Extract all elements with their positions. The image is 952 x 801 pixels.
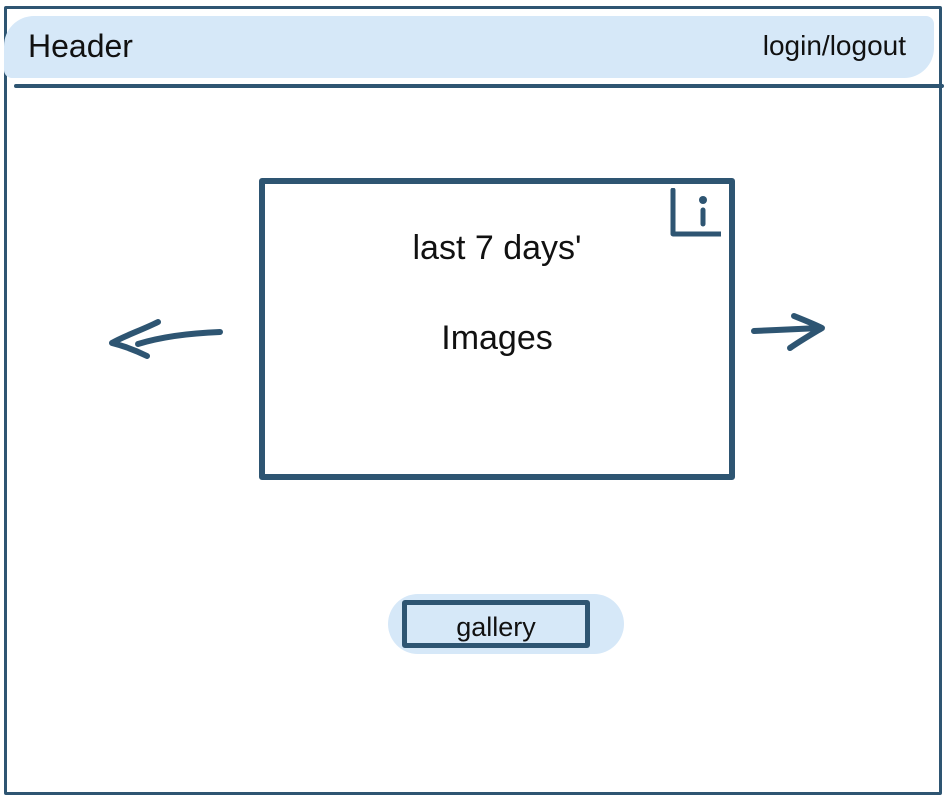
gallery-button[interactable]: gallery	[402, 600, 590, 648]
header-bar	[4, 16, 934, 78]
gallery-button-highlight: gallery	[388, 594, 624, 654]
image-carousel: last 7 days' Images	[259, 178, 735, 480]
header-divider	[14, 84, 944, 88]
info-icon[interactable]	[667, 188, 721, 238]
carousel-caption-line1: last 7 days'	[412, 229, 582, 267]
app-frame	[4, 6, 942, 795]
header-title: Header	[28, 28, 133, 64]
arrow-right-icon[interactable]	[748, 310, 830, 354]
login-logout-link[interactable]: login/logout	[762, 30, 906, 61]
carousel-caption-line2: Images	[441, 319, 553, 357]
arrow-left-icon[interactable]	[104, 312, 228, 364]
